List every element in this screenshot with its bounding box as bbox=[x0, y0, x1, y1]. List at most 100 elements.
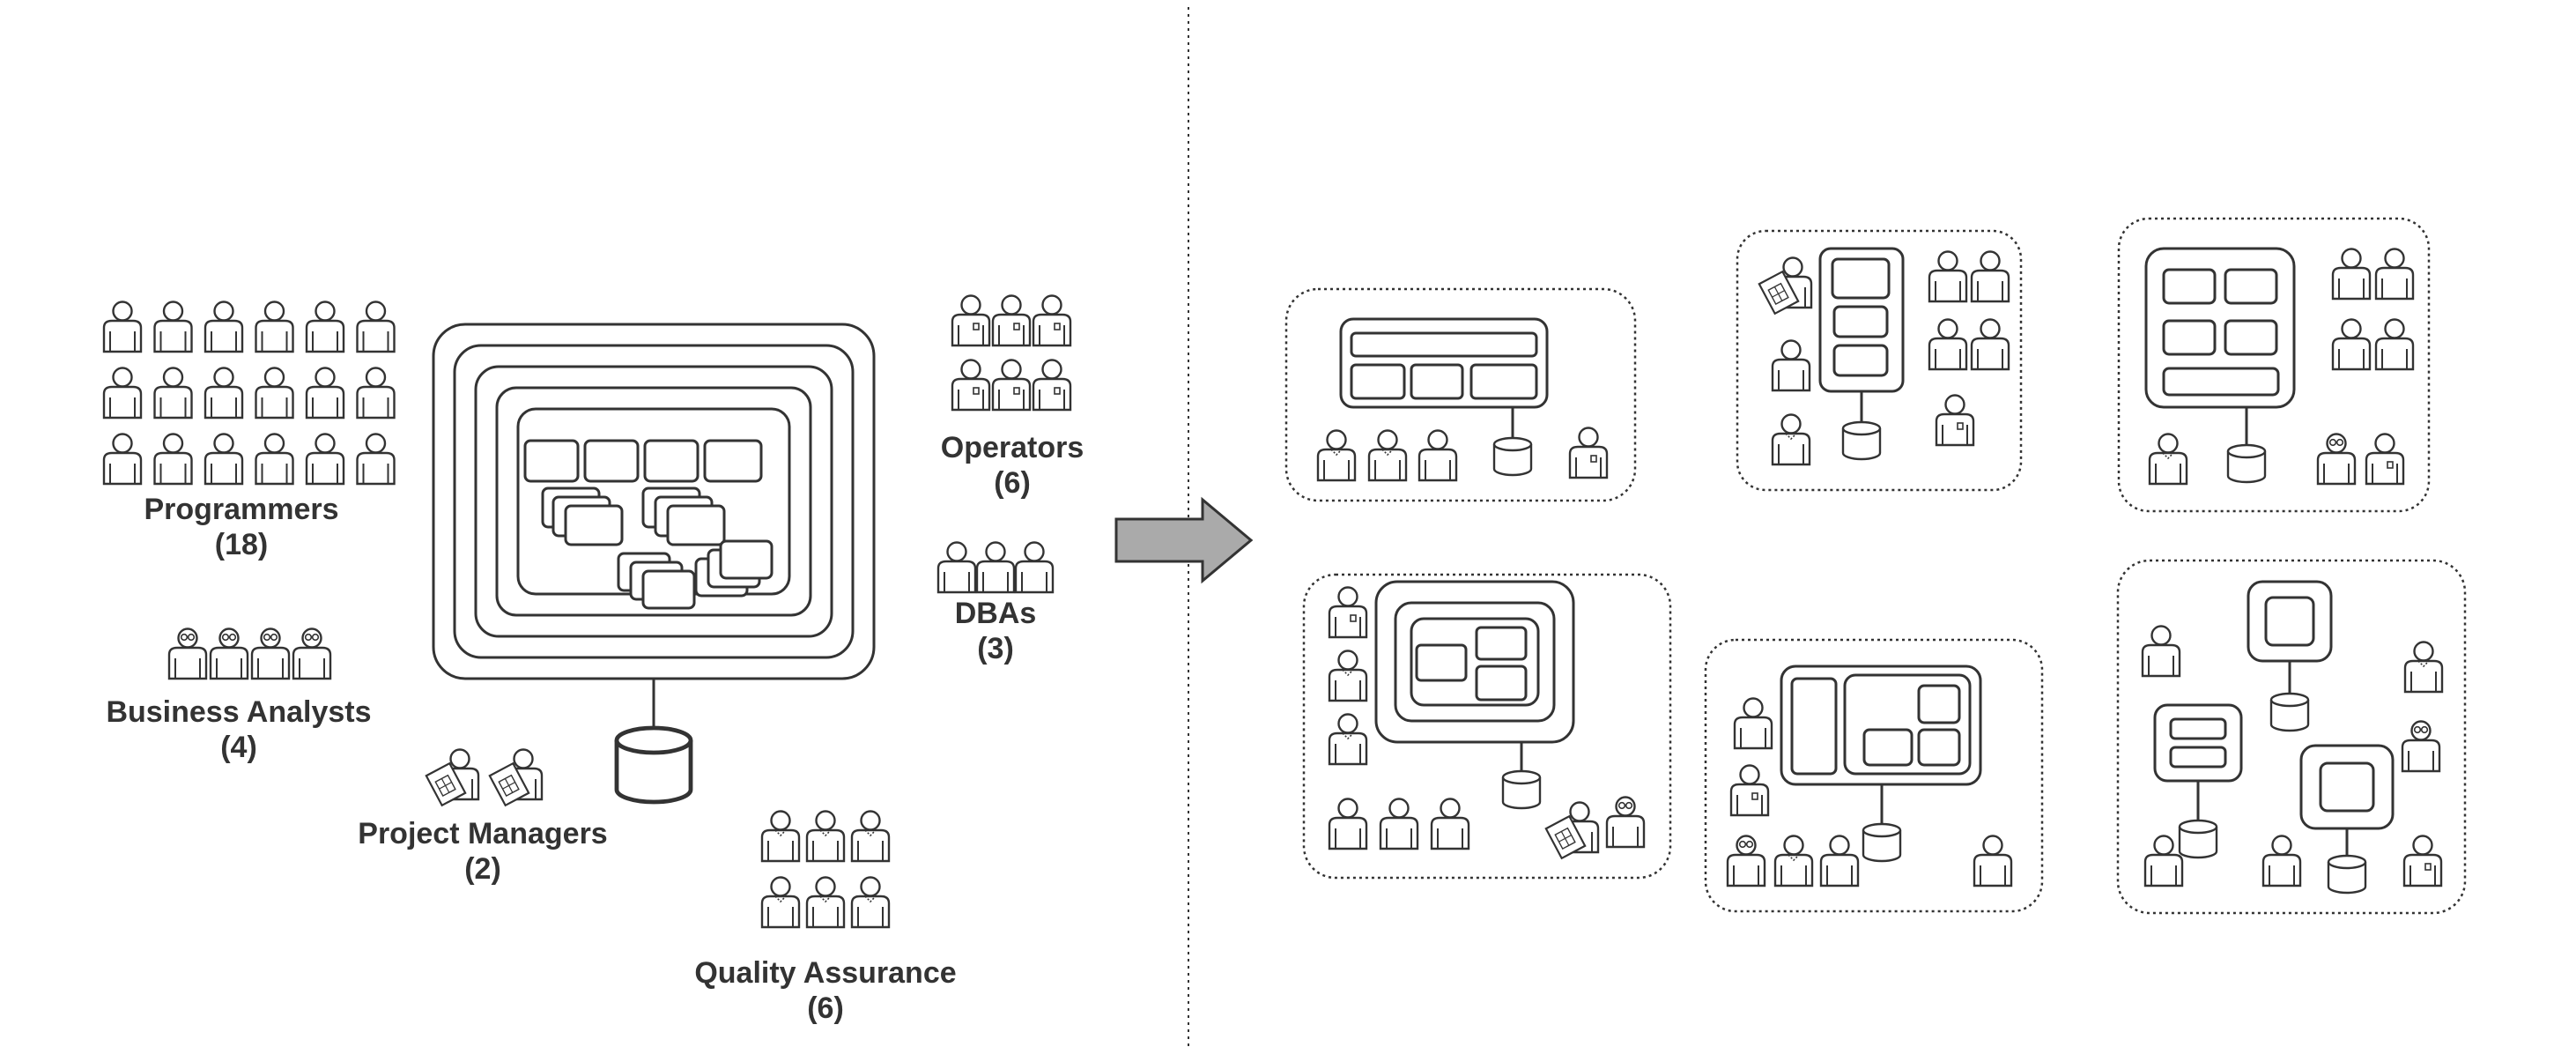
service-team-1 bbox=[1284, 287, 1637, 502]
monolith-application-icon bbox=[432, 323, 876, 731]
dba-person-icon bbox=[975, 541, 1016, 594]
person-icon bbox=[1430, 798, 1470, 850]
person-icon bbox=[1970, 250, 2010, 303]
person-icon bbox=[1928, 318, 1968, 371]
analyst-with-glasses-icon bbox=[2318, 434, 2355, 485]
developer-person-icon bbox=[204, 301, 244, 353]
tester-person-icon bbox=[1369, 431, 1406, 481]
person-icon bbox=[2374, 318, 2415, 371]
developer-person-icon bbox=[305, 433, 345, 486]
person-icon bbox=[1328, 798, 1368, 850]
operators-label: Operators (6) bbox=[941, 430, 1084, 501]
dba-person-icon bbox=[936, 541, 977, 594]
database-cylinder-icon bbox=[2269, 692, 2310, 732]
developer-person-icon bbox=[204, 433, 244, 486]
database-cylinder-icon bbox=[1492, 436, 1533, 477]
operator-with-badge-icon bbox=[2404, 836, 2441, 887]
service-team-4 bbox=[1302, 573, 1672, 880]
analyst-with-glasses-icon bbox=[293, 629, 330, 679]
person-icon bbox=[1928, 250, 1968, 303]
business-analysts-label: Business Analysts (4) bbox=[106, 694, 371, 765]
operator-with-badge-icon bbox=[1936, 396, 1973, 446]
operators-role: Operators bbox=[940, 431, 1084, 464]
operator-with-badge-icon bbox=[2366, 434, 2403, 485]
service-team-3 bbox=[2117, 217, 2431, 513]
developer-person-icon bbox=[102, 301, 143, 353]
person-icon bbox=[2331, 248, 2372, 301]
project-managers-count: (2) bbox=[464, 852, 501, 886]
operator-with-badge-icon bbox=[1033, 296, 1070, 346]
tester-person-icon bbox=[1318, 431, 1355, 481]
database-cylinder-icon bbox=[2327, 854, 2367, 895]
developer-person-icon bbox=[153, 433, 193, 486]
service-team-5 bbox=[1704, 638, 2044, 913]
developer-person-icon bbox=[153, 367, 193, 420]
dbas-role: DBAs bbox=[954, 597, 1037, 630]
project-managers-group bbox=[426, 750, 542, 806]
developer-person-icon bbox=[356, 433, 396, 486]
database-cylinder-icon bbox=[1841, 420, 1882, 461]
service-team-6 bbox=[2116, 559, 2467, 915]
project-managers-label: Project Managers (2) bbox=[358, 816, 607, 887]
operator-with-badge-icon bbox=[1731, 766, 1768, 816]
operator-with-badge-icon bbox=[952, 296, 989, 346]
dbas-count: (3) bbox=[977, 632, 1014, 665]
person-icon bbox=[1970, 318, 2010, 371]
person-icon bbox=[1819, 835, 1860, 887]
person-icon bbox=[2141, 625, 2181, 678]
developer-person-icon bbox=[102, 367, 143, 420]
analyst-with-glasses-icon bbox=[252, 629, 289, 679]
developer-person-icon bbox=[305, 367, 345, 420]
manager-with-document-icon bbox=[426, 750, 478, 806]
person-icon bbox=[2261, 835, 2302, 887]
tester-person-icon bbox=[1329, 651, 1366, 702]
tester-person-icon bbox=[1773, 415, 1810, 465]
programmers-label: Programmers (18) bbox=[144, 492, 338, 562]
operator-with-badge-icon bbox=[1033, 360, 1070, 411]
operators-count: (6) bbox=[994, 466, 1031, 500]
dbas-group bbox=[936, 541, 1055, 594]
operator-with-badge-icon bbox=[1570, 428, 1607, 479]
operator-with-badge-icon bbox=[1329, 588, 1366, 638]
tester-person-icon bbox=[2405, 642, 2442, 693]
tester-person-icon bbox=[2150, 434, 2187, 485]
quality-assurance-label: Quality Assurance (6) bbox=[694, 955, 956, 1026]
developer-person-icon bbox=[102, 433, 143, 486]
analyst-with-glasses-icon bbox=[1728, 836, 1765, 887]
analyst-with-glasses-icon bbox=[211, 629, 248, 679]
developer-person-icon bbox=[356, 367, 396, 420]
tester-person-icon bbox=[807, 878, 844, 928]
database-cylinder-icon bbox=[2178, 819, 2218, 859]
quality-assurance-group bbox=[762, 812, 889, 928]
tester-person-icon bbox=[852, 812, 889, 862]
programmers-count: (18) bbox=[214, 528, 269, 561]
business-analysts-count: (4) bbox=[220, 731, 257, 764]
manager-with-document-icon bbox=[1759, 258, 1811, 314]
operator-with-badge-icon bbox=[993, 296, 1030, 346]
dba-person-icon bbox=[1014, 541, 1055, 594]
analyst-with-glasses-icon bbox=[169, 629, 206, 679]
developer-person-icon bbox=[153, 301, 193, 353]
tester-person-icon bbox=[807, 812, 844, 862]
developer-person-icon bbox=[356, 301, 396, 353]
developer-person-icon bbox=[255, 433, 294, 486]
person-icon bbox=[2331, 318, 2372, 371]
developer-person-icon bbox=[255, 367, 294, 420]
tester-person-icon bbox=[1775, 836, 1812, 887]
right-arrow-icon bbox=[1114, 496, 1254, 584]
analyst-with-glasses-icon bbox=[1607, 798, 1644, 848]
developer-person-icon bbox=[204, 367, 244, 420]
manager-with-document-icon bbox=[1546, 803, 1598, 858]
service-team-2 bbox=[1736, 229, 2023, 492]
project-managers-role: Project Managers bbox=[358, 817, 608, 850]
analyst-with-glasses-icon bbox=[2402, 722, 2439, 772]
dbas-label: DBAs (3) bbox=[955, 596, 1037, 666]
developer-person-icon bbox=[255, 301, 294, 353]
database-cylinder-icon bbox=[617, 728, 691, 802]
tester-person-icon bbox=[762, 812, 799, 862]
database-cylinder-icon bbox=[2226, 443, 2267, 484]
tester-person-icon bbox=[1329, 715, 1366, 765]
database-cylinder-icon bbox=[1501, 769, 1542, 810]
person-icon bbox=[1379, 798, 1419, 850]
